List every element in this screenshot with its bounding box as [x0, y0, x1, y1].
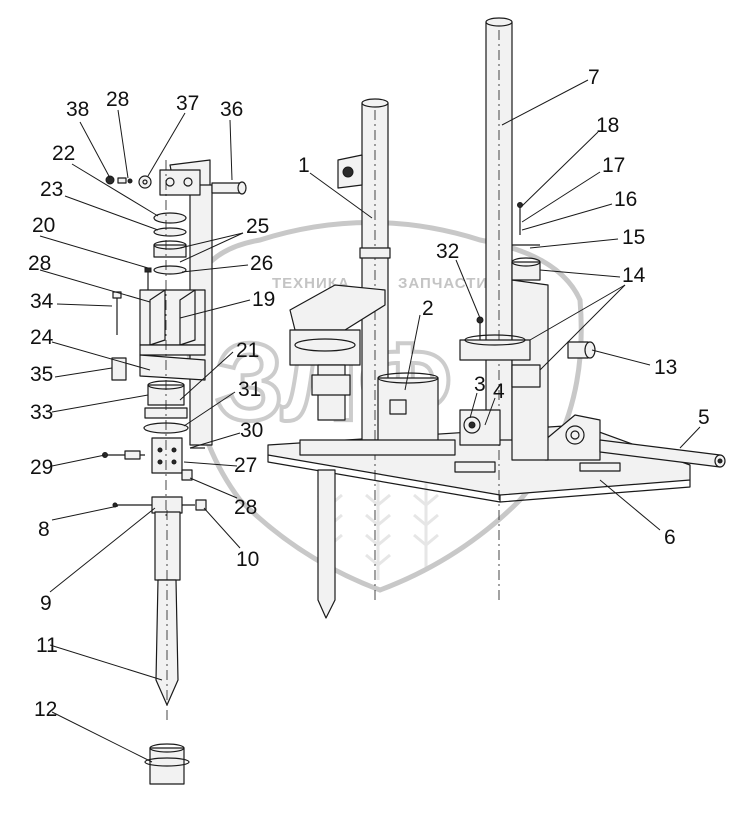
clamp-assembly: [289, 284, 531, 421]
lower-frame: [299, 409, 501, 456]
callout-26: 26: [250, 252, 273, 275]
callout-labels: 38 28 37 36 22 23 25 20 26 28 34 19 24 3…: [28, 66, 710, 721]
callout-37: 37: [176, 92, 199, 115]
callout-27: 27: [234, 454, 257, 477]
callout-28: 28: [28, 252, 51, 275]
washers-22-23-25-26: [153, 212, 187, 275]
callout-38: 38: [66, 98, 89, 121]
bolt-28-low: [181, 469, 193, 481]
callout-8: 8: [38, 518, 50, 541]
callout-23: 23: [40, 178, 63, 201]
callout-21: 21: [236, 339, 259, 362]
callout-16: 16: [614, 188, 637, 211]
callout-11: 11: [36, 634, 58, 657]
plate-24-35: [111, 354, 206, 381]
right-column: [511, 244, 549, 461]
callout-5: 5: [698, 406, 710, 429]
callout-14: 14: [622, 264, 646, 287]
callout-3: 3: [474, 373, 486, 396]
callout-32: 32: [436, 240, 459, 263]
callout-29: 29: [30, 456, 53, 479]
callout-24: 24: [30, 326, 54, 349]
cylinder-2: [377, 372, 439, 446]
callout-6: 6: [664, 526, 676, 549]
shaft-5: [599, 439, 726, 468]
bracket-19: [139, 289, 206, 356]
block-27: [151, 437, 183, 474]
spike: [317, 469, 336, 619]
callout-19: 19: [252, 288, 275, 311]
callout-1: 1: [298, 154, 310, 177]
bolt-13: [567, 341, 596, 359]
callout-12: 12: [34, 698, 57, 721]
callout-4: 4: [493, 380, 505, 403]
watermark-wheat: [317, 480, 439, 580]
callout-30: 30: [240, 419, 263, 442]
callout-9: 9: [40, 592, 52, 615]
callout-22: 22: [52, 142, 75, 165]
callout-15: 15: [622, 226, 645, 249]
clamp-8-9-10: [112, 496, 207, 514]
bracket-right: [544, 414, 601, 461]
callout-13: 13: [654, 356, 677, 379]
callout-35: 35: [30, 363, 53, 386]
watermark-right-word: ЗАПЧАСТИ: [398, 275, 488, 292]
callout-18: 18: [596, 114, 619, 137]
callout-2: 2: [422, 297, 434, 320]
leader-lines: [39, 79, 701, 763]
spike-11: [154, 510, 181, 720]
tube-1: [337, 98, 391, 600]
callout-34: 34: [30, 290, 54, 313]
callout-20: 20: [32, 214, 55, 237]
callout-10: 10: [236, 548, 259, 571]
callout-33: 33: [30, 401, 53, 424]
pin-29-30: [102, 447, 205, 460]
callout-31: 31: [238, 378, 261, 401]
cap-12: [144, 743, 190, 785]
pin-36: [211, 181, 247, 195]
callout-28: 28: [234, 496, 257, 519]
callout-7: 7: [588, 66, 600, 89]
callout-28: 28: [106, 88, 129, 111]
small-parts-38-28-37: [105, 175, 152, 189]
callout-25: 25: [246, 215, 269, 238]
callout-17: 17: [602, 154, 625, 177]
bolt-18: [517, 202, 523, 235]
callout-36: 36: [220, 98, 243, 121]
